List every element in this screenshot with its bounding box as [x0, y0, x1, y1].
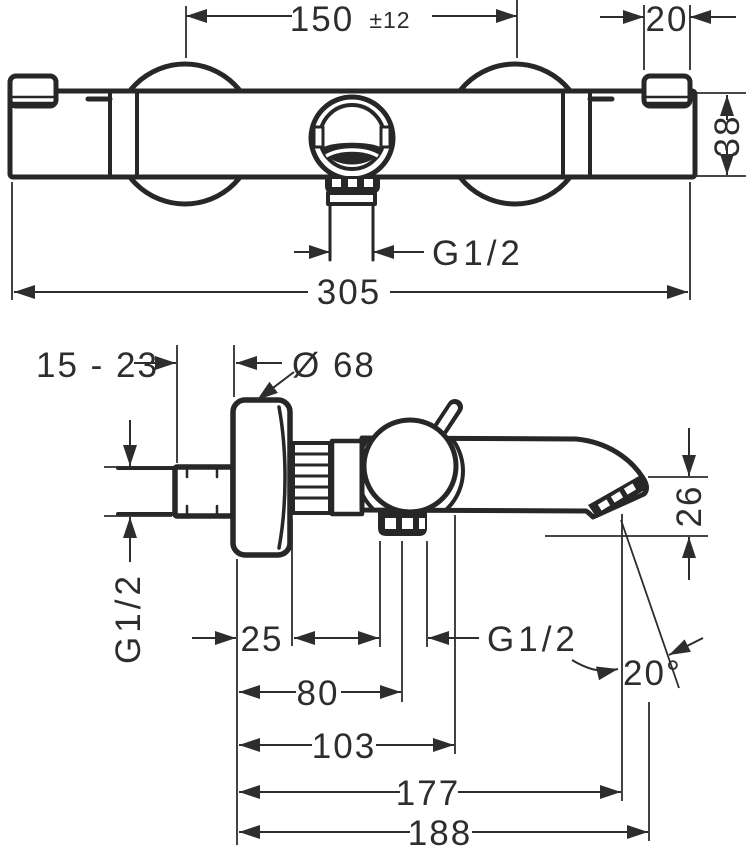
dim-20deg-label: 20° [623, 654, 682, 693]
angle-arrow-right [668, 637, 704, 656]
outlet-nut-slot [364, 179, 373, 187]
handle-grip-highlight [325, 148, 379, 158]
escutcheon-disc-face-line [277, 405, 287, 550]
spout-angle-reference [620, 519, 680, 689]
aerator-slot [623, 483, 637, 495]
wall-cap-right [641, 73, 693, 109]
handle-lug-left [312, 125, 325, 149]
dim-25-label: 25 [241, 620, 284, 659]
handle-lug-right [379, 125, 392, 149]
handle-stub-fill [435, 404, 458, 435]
cartridge-housing-arc [362, 437, 465, 512]
handle-grip [322, 142, 382, 165]
outlet-collar-front [326, 191, 377, 206]
side-view: 15 - 23 Ø 68 G1/2 26 20° 25 G1/2 [36, 345, 709, 850]
shower-outlet-slot [385, 518, 396, 529]
dim-150-label: 150 [290, 0, 354, 39]
dim-188-label: 188 [408, 814, 472, 850]
front-view-dimensions: 150 ±12 20 38 G1/2 305 [11, 0, 747, 312]
side-view-dimensions: 15 - 23 Ø 68 G1/2 26 20° 25 G1/2 [36, 345, 709, 850]
d68-leader [256, 371, 295, 401]
dim-15-23-label: 15 - 23 [36, 346, 159, 385]
dim-150-tolerance-label: ±12 [369, 7, 410, 33]
front-view-object [7, 61, 698, 262]
wall-cap-left [7, 73, 59, 109]
dim-g12-inlet-label: G1/2 [109, 572, 148, 664]
angle-arrow-left [571, 659, 619, 681]
dim-80-label: 80 [297, 674, 340, 713]
aerator-slot [597, 499, 611, 511]
outlet-nut-slot [348, 179, 357, 187]
aerator-slot [610, 491, 624, 503]
dim-d68-label: Ø 68 [292, 346, 376, 385]
shower-outlet-slot [402, 518, 413, 529]
temperature-knob [361, 417, 459, 515]
dim-38-label: 38 [708, 115, 747, 158]
dim-305-label: 305 [317, 273, 381, 312]
wall-union-fitting [172, 464, 236, 519]
dim-177-label: 177 [396, 774, 460, 813]
shower-outlet-slot [419, 518, 425, 529]
dim-g12-shower-label: G1/2 [487, 620, 579, 659]
dim-103-label: 103 [312, 727, 376, 766]
front-view: 150 ±12 20 38 G1/2 305 [7, 0, 747, 312]
union-nut-side [329, 438, 365, 517]
escutcheon-disc-side [230, 397, 293, 558]
dim-g12-outlet-label: G1/2 [432, 234, 524, 273]
side-view-object [116, 397, 649, 558]
outlet-nut-slot [332, 179, 341, 187]
dim-20-label: 20 [646, 0, 689, 39]
dim-26-label: 26 [670, 485, 709, 528]
